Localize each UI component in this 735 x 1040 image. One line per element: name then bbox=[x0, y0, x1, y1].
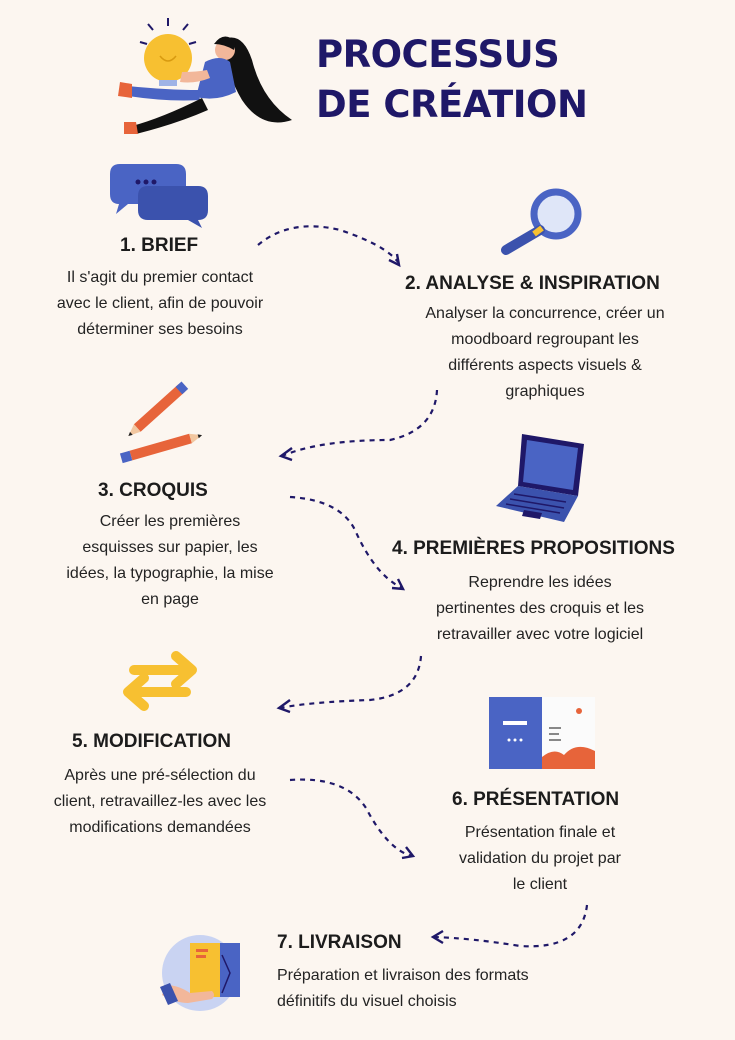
step-3-line-3: idées, la typographie, la mise bbox=[66, 565, 274, 582]
step-6-description: Présentation finale et validation du pro… bbox=[405, 820, 675, 898]
step-1-line-1: Il s'agit du premier contact bbox=[66, 269, 254, 286]
brochure-icon bbox=[489, 697, 595, 769]
step-7-description: Préparation et livraison des formats déf… bbox=[277, 963, 607, 1015]
title-line-2: DE CRÉATION bbox=[316, 83, 588, 126]
step-2-title: 2. ANALYSE & INSPIRATION bbox=[405, 273, 660, 294]
step-1-line-2: avec le client, afin de pouvoir bbox=[56, 295, 264, 312]
lightbulb-woman-illustration bbox=[118, 18, 292, 134]
package-delivery-icon bbox=[160, 935, 240, 1011]
step-6-line-3: le client bbox=[512, 876, 568, 893]
step-1-title: 1. BRIEF bbox=[120, 235, 199, 256]
step-6-line-2: validation du projet par bbox=[459, 850, 621, 867]
step-4-description: Reprendre les idées pertinentes des croq… bbox=[395, 570, 685, 648]
step-2-line-2: moodboard regroupant les bbox=[451, 331, 639, 348]
step-2-description: Analyser la concurrence, créer un moodbo… bbox=[395, 301, 695, 405]
step-6-line-1: Présentation finale et bbox=[464, 824, 616, 841]
step-4-line-1: Reprendre les idées bbox=[468, 574, 612, 591]
step-5-description: Après une pré-sélection du client, retra… bbox=[25, 763, 295, 841]
step-2-line-4: graphiques bbox=[505, 383, 585, 400]
step-3-description: Créer les premières esquisses sur papier… bbox=[40, 509, 300, 613]
step-7-line-2: définitifs du visuel choisis bbox=[277, 993, 457, 1010]
title-line-1: PROCESSUS bbox=[316, 33, 560, 76]
step-5-line-1: Après une pré-sélection du bbox=[64, 767, 256, 784]
step-2-line-1: Analyser la concurrence, créer un bbox=[425, 305, 665, 322]
step-4-line-2: pertinentes des croquis et les bbox=[435, 600, 645, 617]
step-4-title: 4. PREMIÈRES PROPOSITIONS bbox=[392, 538, 675, 559]
step-1-line-3: déterminer ses besoins bbox=[77, 321, 243, 338]
step-3-line-4: en page bbox=[141, 591, 199, 608]
step-7-title: 7. LIVRAISON bbox=[277, 932, 402, 953]
page-title: PROCESSUS DE CRÉATION bbox=[316, 30, 588, 130]
step-5-line-3: modifications demandées bbox=[69, 819, 251, 836]
step-3-line-1: Créer les premières bbox=[99, 513, 241, 530]
step-1-description: Il s'agit du premier contact avec le cli… bbox=[30, 265, 290, 343]
speech-bubbles-icon bbox=[110, 164, 208, 228]
pencils-icon bbox=[119, 381, 203, 464]
step-2-line-3: différents aspects visuels & bbox=[448, 357, 642, 374]
step-7-line-1: Préparation et livraison des formats bbox=[277, 967, 529, 984]
step-3-title: 3. CROQUIS bbox=[98, 480, 208, 501]
step-3-line-2: esquisses sur papier, les bbox=[82, 539, 258, 556]
magnifying-glass-icon bbox=[501, 188, 582, 255]
step-6-title: 6. PRÉSENTATION bbox=[452, 789, 620, 810]
laptop-icon bbox=[496, 434, 584, 522]
step-5-title: 5. MODIFICATION bbox=[72, 731, 232, 752]
swap-arrows-icon bbox=[123, 651, 197, 711]
step-5-line-2: client, retravaillez-les avec les bbox=[53, 793, 267, 810]
step-4-line-3: retravailler avec votre logiciel bbox=[436, 626, 644, 643]
